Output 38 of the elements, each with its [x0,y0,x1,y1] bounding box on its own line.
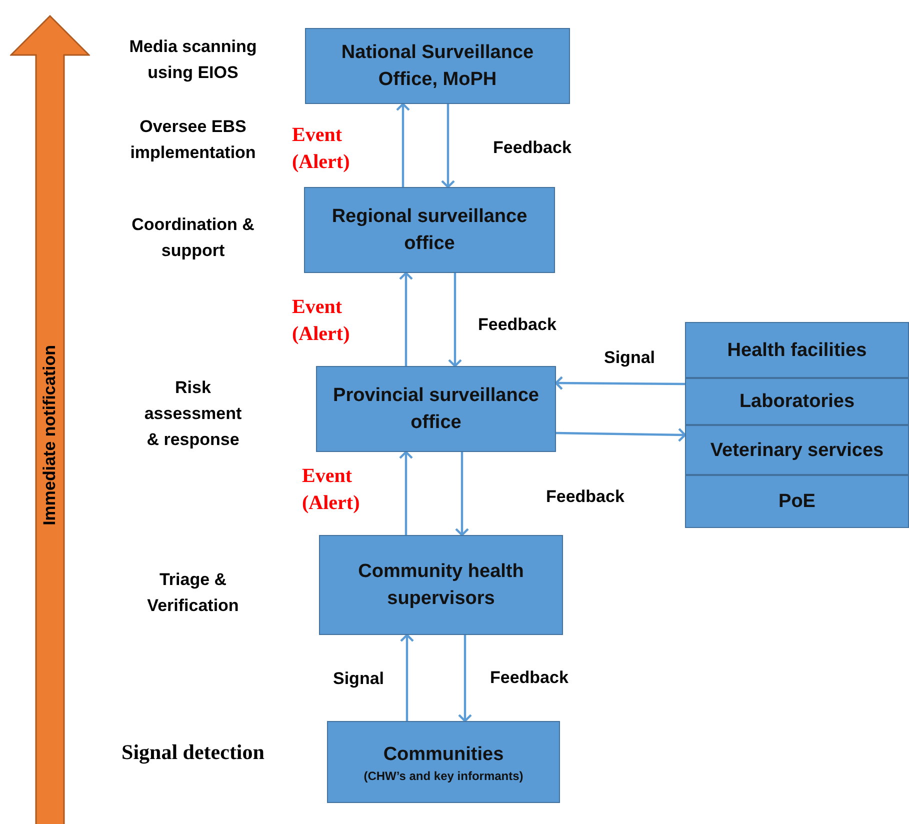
box-title: Veterinary services [709,438,885,462]
arrow [556,428,686,442]
level-note: Signal detection [120,739,266,765]
box-title: Regional surveillance office [330,205,528,256]
process-box [685,425,909,475]
process-box [304,187,555,273]
stacked-boxes [685,322,909,528]
arrow [440,104,456,188]
arrow [458,635,472,722]
level-note: Oversee EBS implementation [129,116,257,164]
arrow [448,273,462,368]
arrow [398,450,414,535]
box-title: National Surveillance Office, MoPH [340,41,535,92]
box-title: Health facilities [726,338,868,362]
process-box [685,322,909,378]
level-note: Triage & Verification [146,569,240,617]
arrow [454,452,470,536]
box-title: Provincial surveillance office [332,384,540,435]
process-box [685,378,909,425]
arrow-caption: Immediate notification [39,345,60,526]
process-box [305,28,570,104]
box-title: Communities [383,742,504,766]
arrow [554,376,685,390]
box-title: Laboratories [738,390,856,414]
process-box [327,721,560,803]
arrow [396,102,410,187]
process-box [685,475,909,528]
process-box [319,535,563,635]
process-box [316,366,556,452]
notification-arrow [10,15,90,824]
box-title: PoE [778,490,816,514]
arrow [400,634,414,721]
box-subtitle: (CHW’s and key informants) [364,768,524,784]
arrow [398,272,414,366]
level-note: Coordination & support [130,214,256,262]
level-note: Risk assessment & response [143,377,243,451]
level-note: Media scanning using EIOS [128,36,258,84]
box-title: Community health supervisors [357,560,525,611]
